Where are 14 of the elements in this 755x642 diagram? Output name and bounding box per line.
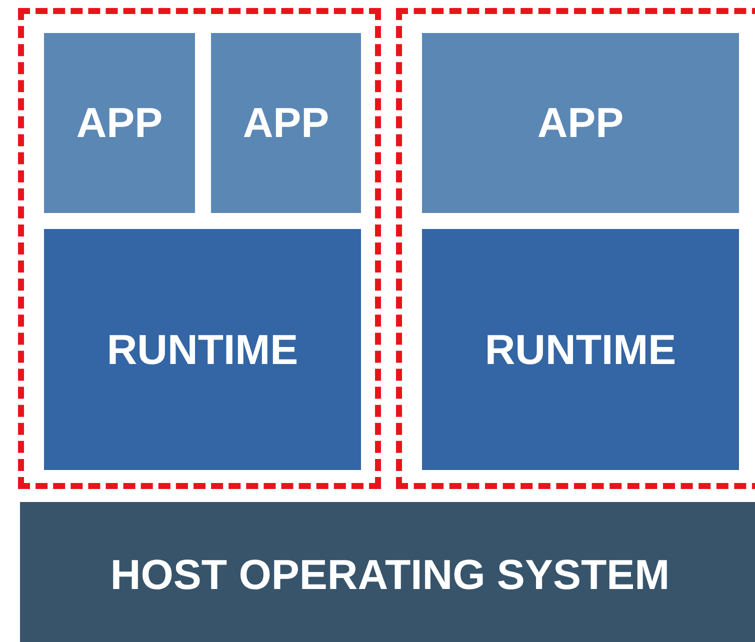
layer-label: APP [76, 99, 163, 147]
layer-box [211, 33, 361, 213]
layer-label: HOST OPERATING SYSTEM [110, 550, 670, 598]
dashed-container [18, 8, 381, 489]
layer-box [44, 229, 361, 470]
layer-box [422, 229, 739, 470]
layer-box [44, 33, 195, 213]
layer-label: APP [537, 99, 624, 147]
layer-label: RUNTIME [484, 326, 676, 374]
layer-label: RUNTIME [106, 326, 298, 374]
layer-label: APP [242, 99, 330, 147]
dashed-container [396, 8, 755, 489]
layer-box [422, 33, 739, 213]
base-layer-box [20, 502, 755, 642]
